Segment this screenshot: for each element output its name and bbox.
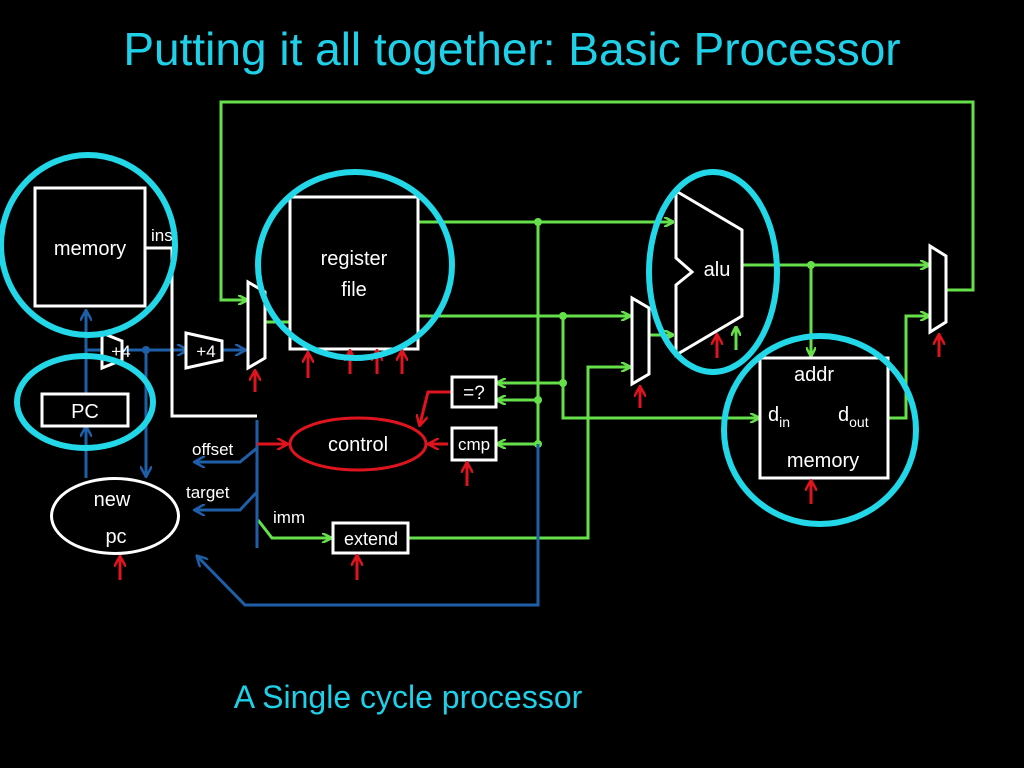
- register-label: register: [321, 248, 388, 270]
- din-label: din: [768, 404, 790, 430]
- equality-comparator: [450, 375, 498, 409]
- control-label: control: [328, 434, 388, 456]
- data-memory-highlight: [721, 333, 919, 527]
- dout-label: dout: [838, 404, 869, 430]
- cmp-label: cmp: [458, 435, 490, 454]
- new-label: new: [94, 489, 131, 511]
- instruction-memory: [33, 186, 147, 308]
- register-target-wire: [198, 444, 540, 607]
- writeback-mux: [928, 243, 948, 335]
- alu-input-mux: [630, 295, 651, 387]
- register-file: [288, 195, 420, 351]
- extend-label: extend: [344, 529, 398, 549]
- highlight-circles: [0, 152, 919, 527]
- eq-to-control-wire: [420, 390, 452, 424]
- pc-lower-label: pc: [105, 526, 126, 548]
- extend-out-wire: [408, 367, 629, 540]
- data-memory-label: memory: [787, 450, 859, 472]
- addr-label: addr: [794, 364, 834, 386]
- cmp-in-wire: [498, 222, 540, 444]
- data-memory: [758, 356, 890, 480]
- imm-label: imm: [273, 508, 305, 527]
- pc-highlight: [14, 353, 156, 451]
- compare-unit: [450, 426, 498, 462]
- slide-title: Putting it all together: Basic Processor: [123, 23, 900, 75]
- target-wire: [196, 490, 259, 510]
- pc-label: PC: [71, 401, 99, 423]
- pc-register: [40, 392, 130, 428]
- slide-caption: A Single cycle processor: [234, 679, 583, 715]
- eq-label: =?: [463, 383, 485, 404]
- imm-wire: [256, 519, 330, 538]
- inst-wire: [146, 246, 257, 418]
- sign-extender: [331, 521, 410, 555]
- writeback-wire: [219, 100, 975, 300]
- din-wire: [561, 316, 758, 418]
- plus4-adder-b: [184, 331, 224, 370]
- plus4-adder-b-label: +4: [196, 342, 215, 361]
- file-label: file: [341, 279, 367, 301]
- register-file-highlight: [255, 169, 455, 361]
- dout-wire: [888, 316, 928, 420]
- alu-label: alu: [704, 259, 731, 281]
- instruction-memory-label: memory: [54, 238, 126, 260]
- pc-paths: [86, 312, 540, 607]
- plus4-adder-a-label: +4: [111, 342, 130, 361]
- offset-label: offset: [192, 440, 234, 459]
- alu: [674, 188, 744, 358]
- target-label: target: [186, 483, 230, 502]
- alu-highlight: [646, 169, 780, 375]
- control-signals: [120, 328, 939, 580]
- control-unit: [288, 416, 428, 472]
- instruction-memory-highlight: [0, 152, 178, 338]
- offset-wire: [196, 446, 258, 462]
